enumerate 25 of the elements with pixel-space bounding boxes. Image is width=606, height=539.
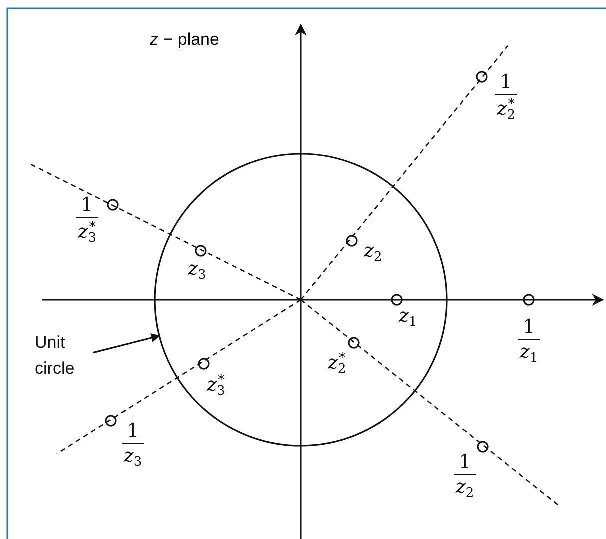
math-label: 1 <box>126 422 140 443</box>
root-marker <box>105 415 117 427</box>
unit-circle <box>154 153 448 447</box>
leader-arrow <box>92 334 160 354</box>
root-marker <box>523 294 535 306</box>
root-marker <box>476 71 488 83</box>
math-label: 1 <box>522 318 536 339</box>
math-label: 1 <box>500 73 512 94</box>
root-marker <box>348 337 360 349</box>
callout-text: Unit circle <box>35 330 95 381</box>
math-label: z$_{3}$ <box>122 443 144 469</box>
root-marker <box>195 245 207 257</box>
root-marker <box>107 199 119 211</box>
math-label: z$_{1}$ <box>399 307 418 329</box>
root-marker <box>198 358 210 370</box>
root-marker <box>391 294 403 306</box>
math-label: 1 <box>458 453 472 474</box>
root-marker <box>346 235 358 247</box>
math-label: 1 <box>80 196 94 217</box>
math-label: z$_{3}$ <box>188 260 206 282</box>
plane-label: z − plane <box>150 30 220 50</box>
math-label: z$_{2}$ <box>454 474 476 500</box>
math-label: z$_{1}$ <box>518 339 540 365</box>
math-label: z$_{2}$ <box>364 242 382 264</box>
root-marker <box>477 441 489 453</box>
